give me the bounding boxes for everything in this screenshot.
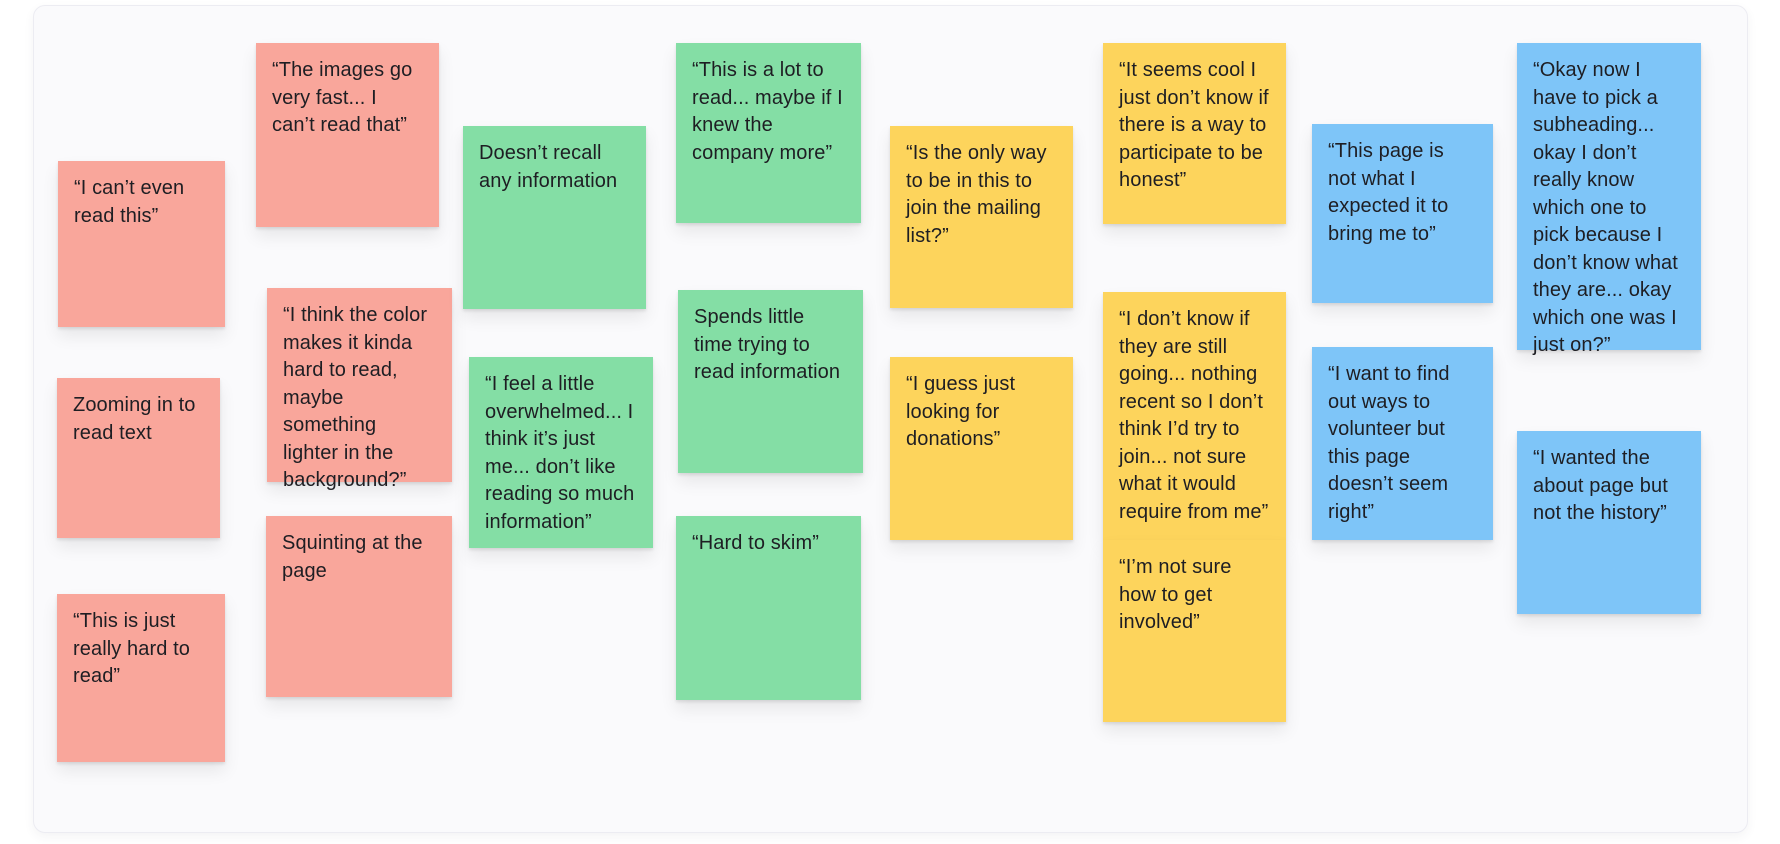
sticky-note-cant-even-read[interactable]: “I can’t even read this” <box>58 161 225 327</box>
sticky-note-text: Spends little time trying to read inform… <box>694 306 841 383</box>
sticky-note-text: “I want to find out ways to volunteer bu… <box>1328 363 1450 523</box>
sticky-note-text: “The images go very fast... I can’t read… <box>272 59 413 136</box>
sticky-note-squinting[interactable]: Squinting at the page <box>266 516 452 697</box>
sticky-note-text: Zooming in to read text <box>73 394 196 444</box>
sticky-note-text: Doesn’t recall any information <box>479 142 618 192</box>
sticky-note-donations[interactable]: “I guess just looking for donations” <box>890 357 1073 540</box>
sticky-note-text: “I wanted the about page but not the his… <box>1533 447 1668 524</box>
sticky-note-text: “I’m not sure how to get involved” <box>1119 556 1232 633</box>
sticky-note-not-expected[interactable]: “This page is not what I expected it to … <box>1312 124 1493 303</box>
sticky-note-zooming-in[interactable]: Zooming in to read text <box>57 378 220 538</box>
sticky-note-text: “This page is not what I expected it to … <box>1328 140 1449 245</box>
sticky-note-text: “I think the color makes it kinda hard t… <box>283 304 428 491</box>
sticky-note-really-hard-to-read[interactable]: “This is just really hard to read” <box>57 594 225 762</box>
sticky-note-text: “Hard to skim” <box>692 532 819 554</box>
sticky-note-text: “Okay now I have to pick a subheading...… <box>1533 59 1678 356</box>
sticky-note-volunteer[interactable]: “I want to find out ways to volunteer bu… <box>1312 347 1493 540</box>
sticky-note-doesnt-recall[interactable]: Doesn’t recall any information <box>463 126 646 309</box>
sticky-note-lot-to-read[interactable]: “This is a lot to read... maybe if I kne… <box>676 43 861 223</box>
sticky-note-overwhelmed[interactable]: “I feel a little overwhelmed... I think … <box>469 357 653 548</box>
sticky-note-text: “This is just really hard to read” <box>73 610 191 687</box>
sticky-note-mailing-list[interactable]: “Is the only way to be in this to join t… <box>890 126 1073 308</box>
sticky-note-text: “I feel a little overwhelmed... I think … <box>485 373 635 533</box>
sticky-note-hard-to-skim[interactable]: “Hard to skim” <box>676 516 861 700</box>
sticky-note-text: “This is a lot to read... maybe if I kne… <box>692 59 843 164</box>
sticky-note-text: Squinting at the page <box>282 532 423 582</box>
sticky-note-pick-subheading[interactable]: “Okay now I have to pick a subheading...… <box>1517 43 1701 356</box>
sticky-note-about-page[interactable]: “I wanted the about page but not the his… <box>1517 431 1701 614</box>
sticky-note-little-time[interactable]: Spends little time trying to read inform… <box>678 290 863 473</box>
sticky-note-color-hard-to-read[interactable]: “I think the color makes it kinda hard t… <box>267 288 452 491</box>
sticky-note-get-involved[interactable]: “I’m not sure how to get involved” <box>1103 540 1286 722</box>
sticky-note-text: “Is the only way to be in this to join t… <box>906 142 1047 247</box>
sticky-note-still-going[interactable]: “I don’t know if they are still going...… <box>1103 292 1286 540</box>
sticky-note-images-go-fast[interactable]: “The images go very fast... I can’t read… <box>256 43 439 227</box>
sticky-note-text: “It seems cool I just don’t know if ther… <box>1119 59 1269 191</box>
sticky-note-seems-cool[interactable]: “It seems cool I just don’t know if ther… <box>1103 43 1286 224</box>
sticky-note-text: “I don’t know if they are still going...… <box>1119 308 1269 523</box>
sticky-note-text: “I guess just looking for donations” <box>906 373 1016 450</box>
sticky-note-text: “I can’t even read this” <box>74 177 185 227</box>
